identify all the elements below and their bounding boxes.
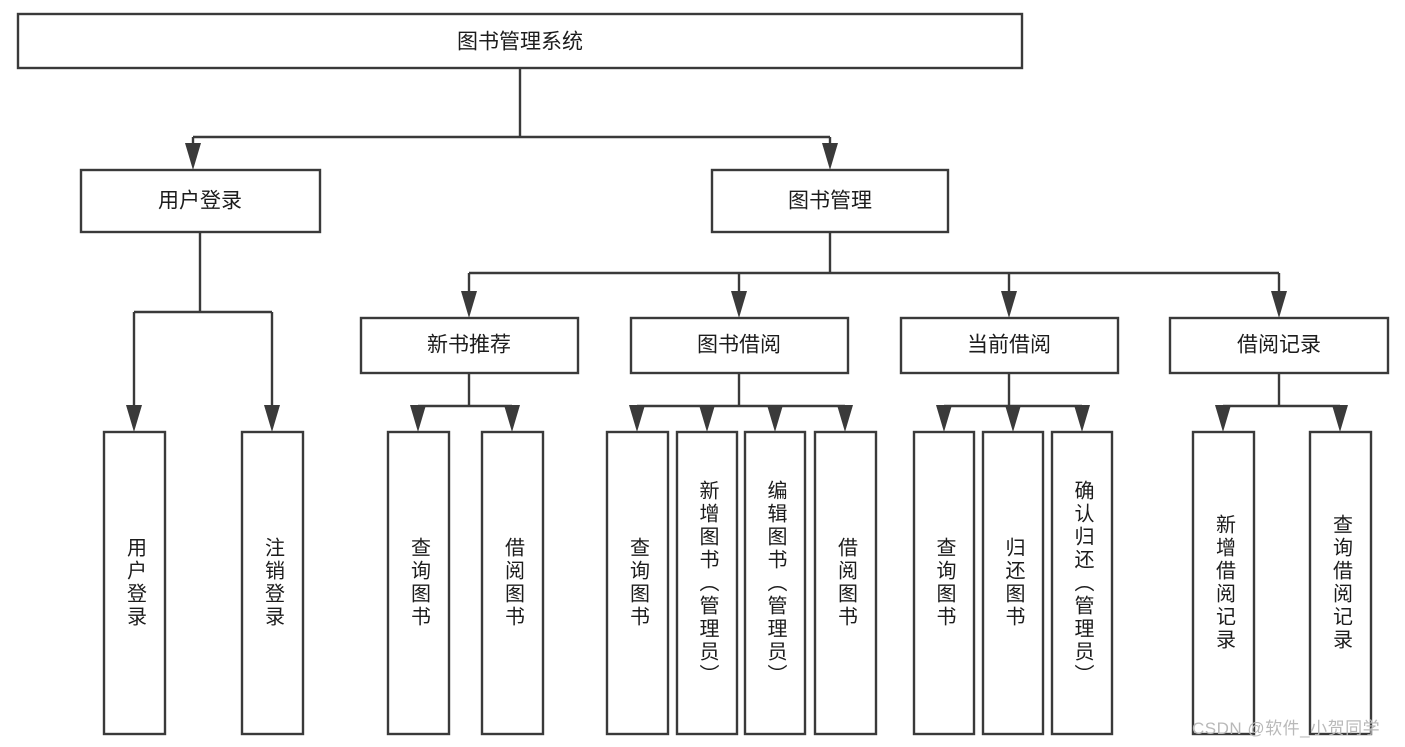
connector-user-login-to-leaves <box>126 232 280 432</box>
arrow-head-to-borrow-book <box>731 291 747 318</box>
leaf-box-11[interactable] <box>1050 430 1114 736</box>
leaf-box-12[interactable] <box>1191 430 1256 736</box>
leaf-box-7[interactable] <box>743 430 807 736</box>
arrow-head-leaf-4 <box>504 405 520 432</box>
arrow-head-leaf-7 <box>767 405 783 432</box>
leaf-box-5[interactable] <box>605 430 670 736</box>
node-book-manage-box[interactable] <box>710 168 950 234</box>
node-current-borrow-label: 当前借阅 <box>967 334 1051 357</box>
node-new-book-box[interactable] <box>359 316 580 375</box>
node-borrow-book-box[interactable] <box>629 316 850 375</box>
leaf-box-13[interactable] <box>1308 430 1373 736</box>
arrow-head-leaf-9 <box>936 405 952 432</box>
arrow-head-leaf-3 <box>410 405 426 432</box>
node-root-box[interactable] <box>16 12 1024 70</box>
node-book-manage-label: 图书管理 <box>788 190 872 213</box>
connector-current-borrow-to-leaves <box>936 373 1090 432</box>
arrow-head-leaf-6 <box>699 405 715 432</box>
node-borrow-record-label: 借阅记录 <box>1237 334 1321 357</box>
arrow-head-to-new-book <box>461 291 477 318</box>
leaf-box-9[interactable] <box>912 430 976 736</box>
watermark-text: CSDN @软件_小贺同学 <box>1192 719 1381 738</box>
connector-borrow-record-to-leaves <box>1215 373 1348 432</box>
connector-root-to-level2 <box>185 68 838 170</box>
arrow-head-leaf-1 <box>126 405 142 432</box>
leaf-box-10[interactable] <box>981 430 1045 736</box>
arrow-head-leaf-8 <box>837 405 853 432</box>
arrow-head-to-user-login <box>185 143 201 170</box>
leaf-box-4[interactable] <box>480 430 545 736</box>
node-borrow-record-box[interactable] <box>1168 316 1390 375</box>
arrow-head-leaf-5 <box>629 405 645 432</box>
arrow-head-to-book-manage <box>822 143 838 170</box>
leaf-box-1[interactable] <box>102 430 167 736</box>
leaf-box-3[interactable] <box>386 430 451 736</box>
arrow-head-to-borrow-record <box>1271 291 1287 318</box>
arrow-head-leaf-12 <box>1215 405 1231 432</box>
leaf-box-2[interactable] <box>240 430 305 736</box>
arrow-head-leaf-2 <box>264 405 280 432</box>
node-root-label: 图书管理系统 <box>457 31 583 54</box>
leaf-box-6[interactable] <box>675 430 739 736</box>
arrow-head-leaf-13 <box>1332 405 1348 432</box>
arrow-head-leaf-10 <box>1005 405 1021 432</box>
connector-borrow-book-to-leaves <box>629 373 853 432</box>
connector-new-book-to-leaves <box>410 373 520 432</box>
arrow-head-to-current-borrow <box>1001 291 1017 318</box>
arrow-head-leaf-11 <box>1074 405 1090 432</box>
connector-book-manage-to-level3 <box>461 232 1287 318</box>
node-current-borrow-box[interactable] <box>899 316 1120 375</box>
leaf-box-8[interactable] <box>813 430 878 736</box>
node-user-login-label: 用户登录 <box>158 190 242 213</box>
node-user-login-box[interactable] <box>79 168 322 234</box>
node-borrow-book-label: 图书借阅 <box>697 334 781 357</box>
node-new-book-label: 新书推荐 <box>427 334 511 357</box>
